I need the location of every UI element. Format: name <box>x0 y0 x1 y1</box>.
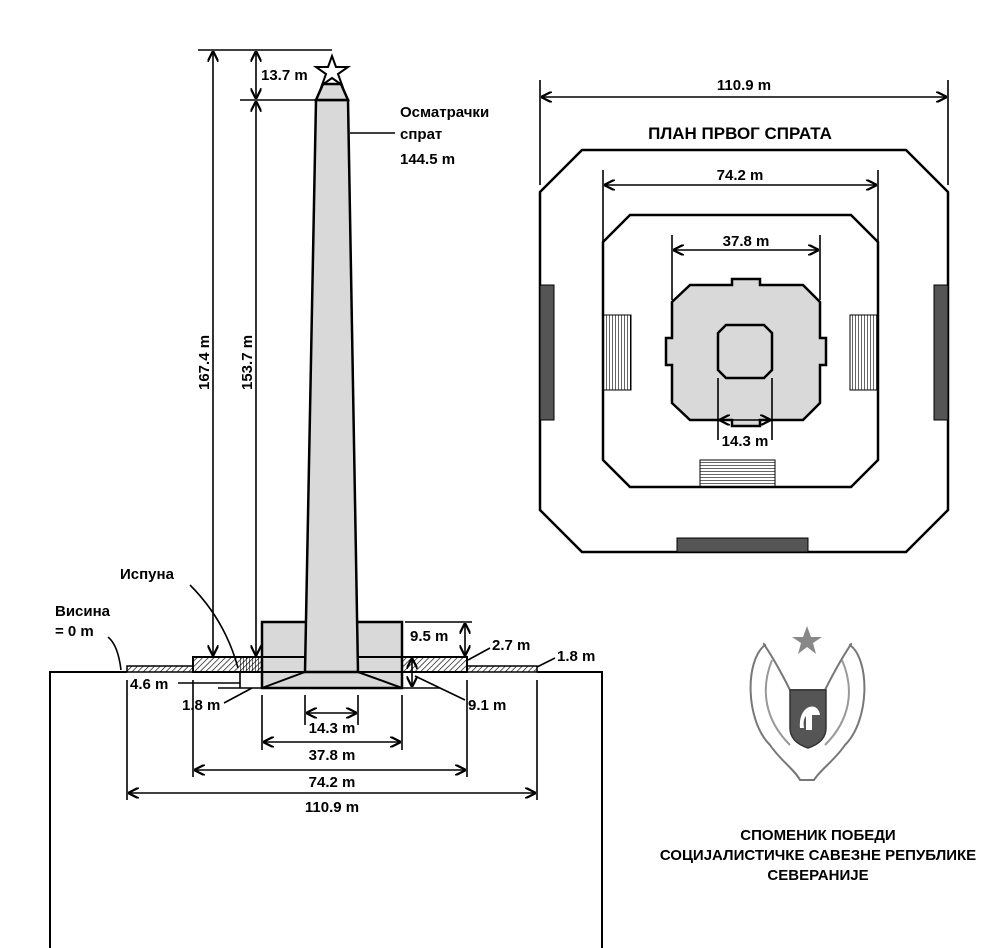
dim-shaft-height: 153.7 m <box>239 335 256 390</box>
outer-fill-strip-left <box>126 665 194 673</box>
emblem-star-icon <box>792 626 822 654</box>
dim-left-small: 1.8 m <box>182 697 220 714</box>
fill-area <box>238 657 262 672</box>
plan-outer-width: 110.9 m <box>717 77 771 94</box>
middle-stair-bottom <box>699 459 776 488</box>
plan-middle-width: 74.2 m <box>717 167 764 184</box>
dim-foundation-depth: 9.1 m <box>468 697 506 714</box>
emblem-caption-3: СЕВЕРАНИЈЕ <box>767 867 868 884</box>
observation-height: 144.5 m <box>400 151 455 168</box>
outer-fill-strip-right <box>466 665 538 673</box>
dim-total-height: 167.4 m <box>196 335 213 390</box>
plan-inner-width: 14.3 m <box>722 433 769 450</box>
emblem: СПОМЕНИК ПОБЕДИ СОЦИЈАЛИСТИЧКЕ САВЕЗНЕ Р… <box>660 626 976 884</box>
dim-width-shaft: 14.3 m <box>309 720 356 737</box>
outer-entrance-right <box>933 284 949 421</box>
plan-core-width: 37.8 m <box>723 233 770 250</box>
dim-width-plinth: 74.2 m <box>309 774 356 791</box>
middle-stair-left <box>602 314 632 391</box>
star-icon <box>312 53 352 88</box>
outer-entrance-left <box>539 284 555 421</box>
dim-width-base: 37.8 m <box>309 747 356 764</box>
middle-stair-right <box>849 314 879 391</box>
dim-base-block-height: 9.5 m <box>410 628 448 645</box>
emblem-caption-2: СОЦИЈАЛИСТИЧКЕ САВЕЗНЕ РЕПУБЛИКЕ <box>660 847 976 864</box>
plan-title: ПЛАН ПРВОГ СПРАТА <box>648 124 832 143</box>
dim-plinth-height: 2.7 m <box>492 637 530 654</box>
floor-plan: 110.9 m ПЛАН ПРВОГ СПРАТА 74.2 m 37.8 m … <box>538 77 950 554</box>
dim-outer-step: 1.8 m <box>557 648 595 665</box>
fill-label: Испуна <box>120 566 175 583</box>
inner-shaft <box>716 323 774 380</box>
helmet-icon <box>799 706 820 730</box>
observation-label-1: Осматрачки <box>400 104 489 121</box>
elevation-view: 167.4 m 153.7 m 13.7 m Осматрачки спрат … <box>49 49 603 948</box>
ground-label-1: Висина <box>55 603 111 620</box>
dim-top-height: 13.7 m <box>261 67 308 84</box>
emblem-caption-1: СПОМЕНИК ПОБЕДИ <box>740 827 895 844</box>
observation-label-2: спрат <box>400 126 442 143</box>
dim-width-total: 110.9 m <box>305 799 359 816</box>
ground-label-2: = 0 m <box>55 623 94 640</box>
ground-outline <box>49 671 603 948</box>
dim-left-depth: 4.6 m <box>130 676 168 693</box>
outer-entrance-bottom <box>676 537 809 553</box>
obelisk-shaft <box>303 98 360 674</box>
